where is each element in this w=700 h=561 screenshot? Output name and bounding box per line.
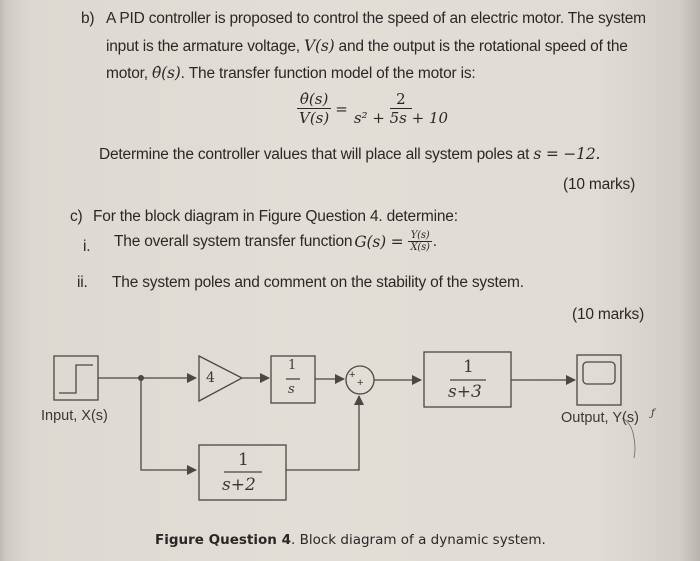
g-denominator: X(s) bbox=[410, 242, 430, 253]
branch-point bbox=[138, 375, 144, 381]
tf-rhs-numerator: 2 bbox=[390, 90, 412, 109]
item-ii-number: ii. bbox=[77, 274, 88, 291]
motor-transfer-function: θ̇(s) V(s) = 2 s² + 5s + 10 bbox=[296, 90, 451, 127]
math-pole-location: s = −12. bbox=[533, 145, 601, 163]
gain-value: 4 bbox=[206, 370, 215, 386]
g-numerator: Y(s) bbox=[407, 230, 433, 242]
upper-block-numerator: 1 bbox=[463, 357, 474, 377]
part-c-marks: (10 marks) bbox=[572, 306, 645, 323]
text: The overall system transfer function bbox=[114, 232, 353, 250]
tf-lhs-numerator: θ̇(s) bbox=[296, 90, 332, 109]
item-i-text: The overall system transfer function G(s… bbox=[114, 230, 437, 253]
tf-equals: = bbox=[335, 99, 348, 118]
part-b-marks: (10 marks) bbox=[563, 176, 636, 193]
part-c-intro: For the block diagram in Figure Question… bbox=[93, 208, 458, 225]
integrator-numerator: 1 bbox=[288, 358, 297, 373]
block-s-plus-2 bbox=[198, 444, 287, 501]
tf-rhs-denominator: s² + 5s + 10 bbox=[353, 109, 449, 127]
math-g-of-s: G(s) = bbox=[354, 232, 404, 251]
input-label: Input, X(s) bbox=[41, 408, 108, 424]
sum-sign-bottom: + bbox=[357, 377, 364, 389]
math-var-theta-dot: θ̇(s) bbox=[151, 64, 181, 82]
caption-rest: . Block diagram of a dynamic system. bbox=[290, 532, 546, 548]
svg-text:ƒ: ƒ bbox=[649, 408, 657, 419]
text: input is the armature voltage, bbox=[106, 38, 304, 55]
tf-lhs-fraction: θ̇(s) V(s) bbox=[296, 90, 332, 127]
text: motor, bbox=[106, 65, 152, 82]
tf-lhs-denominator: V(s) bbox=[299, 109, 330, 127]
step-icon bbox=[59, 364, 93, 394]
upper-block-denominator: s+3 bbox=[448, 382, 482, 402]
part-b-label: b) bbox=[81, 10, 95, 27]
lower-block-denominator: s+2 bbox=[222, 475, 256, 495]
sum-sign-top: + bbox=[349, 369, 356, 381]
figure-caption: Figure Question 4. Block diagram of a dy… bbox=[155, 532, 546, 548]
scope-output-block bbox=[576, 354, 622, 406]
g-fraction: Y(s) X(s) bbox=[407, 230, 433, 253]
part-b-line-1: A PID controller is proposed to control … bbox=[106, 10, 646, 27]
text: and the output is the rotational speed o… bbox=[334, 38, 628, 55]
tf-rhs-fraction: 2 s² + 5s + 10 bbox=[351, 90, 451, 127]
output-label: Output, Y(s) bbox=[561, 410, 639, 426]
text: Determine the controller values that wil… bbox=[99, 146, 534, 163]
part-c-label: c) bbox=[70, 208, 83, 225]
part-b-line-3: motor, θ̇(s). The transfer function mode… bbox=[106, 64, 476, 83]
caption-bold: Figure Question 4 bbox=[155, 532, 291, 548]
gain-block bbox=[198, 354, 244, 403]
text: . bbox=[432, 232, 437, 250]
integrator-denominator: s bbox=[288, 382, 295, 397]
lower-block-numerator: 1 bbox=[238, 450, 249, 470]
item-i-number: i. bbox=[83, 238, 91, 255]
math-var-v: V(s) bbox=[304, 37, 335, 55]
item-ii-text: The system poles and comment on the stab… bbox=[112, 274, 524, 291]
part-b-task: Determine the controller values that wil… bbox=[99, 145, 600, 164]
part-b-line-2: input is the armature voltage, V(s) and … bbox=[106, 37, 628, 56]
text: . The transfer function model of the mot… bbox=[180, 65, 476, 82]
